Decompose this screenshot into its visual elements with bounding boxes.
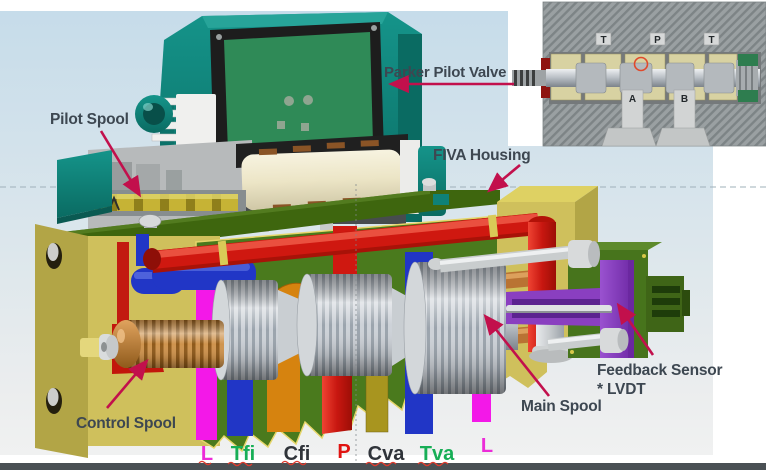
- fiva-housing-label: FIVA Housing: [433, 147, 530, 164]
- main-spool-arrow: [483, 313, 551, 397]
- pcb-board: [224, 32, 373, 152]
- pilot-pressure-line: [117, 242, 129, 328]
- port-labels: L Tfi Cfi P Cva Tva L: [198, 435, 493, 467]
- port-label-Cfi: Cfi: [284, 443, 311, 465]
- port-label-Cva: Cva: [368, 443, 406, 465]
- adjuster-pin: [80, 338, 104, 357]
- pilot-valve-inset: T P T A B: [508, 0, 766, 147]
- fiva-housing-arrow: [487, 164, 521, 193]
- pressure-pipe: [143, 213, 556, 352]
- spool-land-3: [403, 261, 506, 395]
- roof-stud: [422, 178, 436, 186]
- main-spool-label: Main Spool: [521, 398, 602, 415]
- inset-top-ports: T P T: [595, 32, 720, 46]
- parker-actuator: [57, 12, 446, 236]
- lvdt-rod: [506, 305, 612, 312]
- bottom-bar: [0, 463, 766, 470]
- housing-roof: [62, 190, 500, 242]
- inset-spool-stem: [512, 70, 548, 86]
- feedback-sensor-label: Feedback Sensor: [597, 362, 723, 379]
- port-label-P: P: [337, 441, 350, 463]
- inset-port-T1: T: [600, 35, 606, 46]
- callout-arrows: [99, 74, 655, 409]
- roof-bolt: [138, 214, 162, 228]
- inset-port-P: P: [654, 35, 661, 46]
- bolt-holes: [46, 243, 62, 414]
- pilot-spool-label: Pilot Spool: [50, 111, 129, 128]
- pilot-end-block: [57, 150, 112, 218]
- pilot-spool-arrow: [99, 130, 142, 198]
- port-label-Tfi: Tfi: [231, 443, 255, 465]
- feedback-sensor-note: * LVDT: [597, 381, 646, 398]
- p-channel-lower: [322, 360, 352, 434]
- inset-bottom-ports: A B: [601, 89, 711, 147]
- spool-land-2: [296, 273, 392, 377]
- callout-labels: Pilot Spool Parker Pilot Valve FIVA Hous…: [50, 64, 723, 432]
- control-spool-arrow: [106, 359, 149, 409]
- parker-pilot-valve-label: Parker Pilot Valve: [384, 64, 506, 81]
- actuator-lens: [135, 95, 173, 133]
- inset-port-A: A: [629, 94, 636, 105]
- port-label-Tva: Tva: [420, 443, 455, 465]
- control-spool: [80, 320, 224, 374]
- sensor-bolts: [428, 240, 629, 353]
- inset-port-T2: T: [708, 35, 714, 46]
- control-spool-label: Control Spool: [76, 415, 176, 432]
- feedback-sensor-arrow: [616, 302, 655, 356]
- pcb-pads: [277, 95, 313, 131]
- port-label-L-right: L: [481, 435, 493, 457]
- main-spool: [211, 261, 518, 395]
- inset-highlight-circle: [633, 56, 649, 72]
- pilot-stage: [57, 150, 246, 224]
- inset-port-B: B: [681, 94, 688, 105]
- port-label-L-left: L: [201, 443, 213, 465]
- spellcheck-underlines: [198, 460, 449, 467]
